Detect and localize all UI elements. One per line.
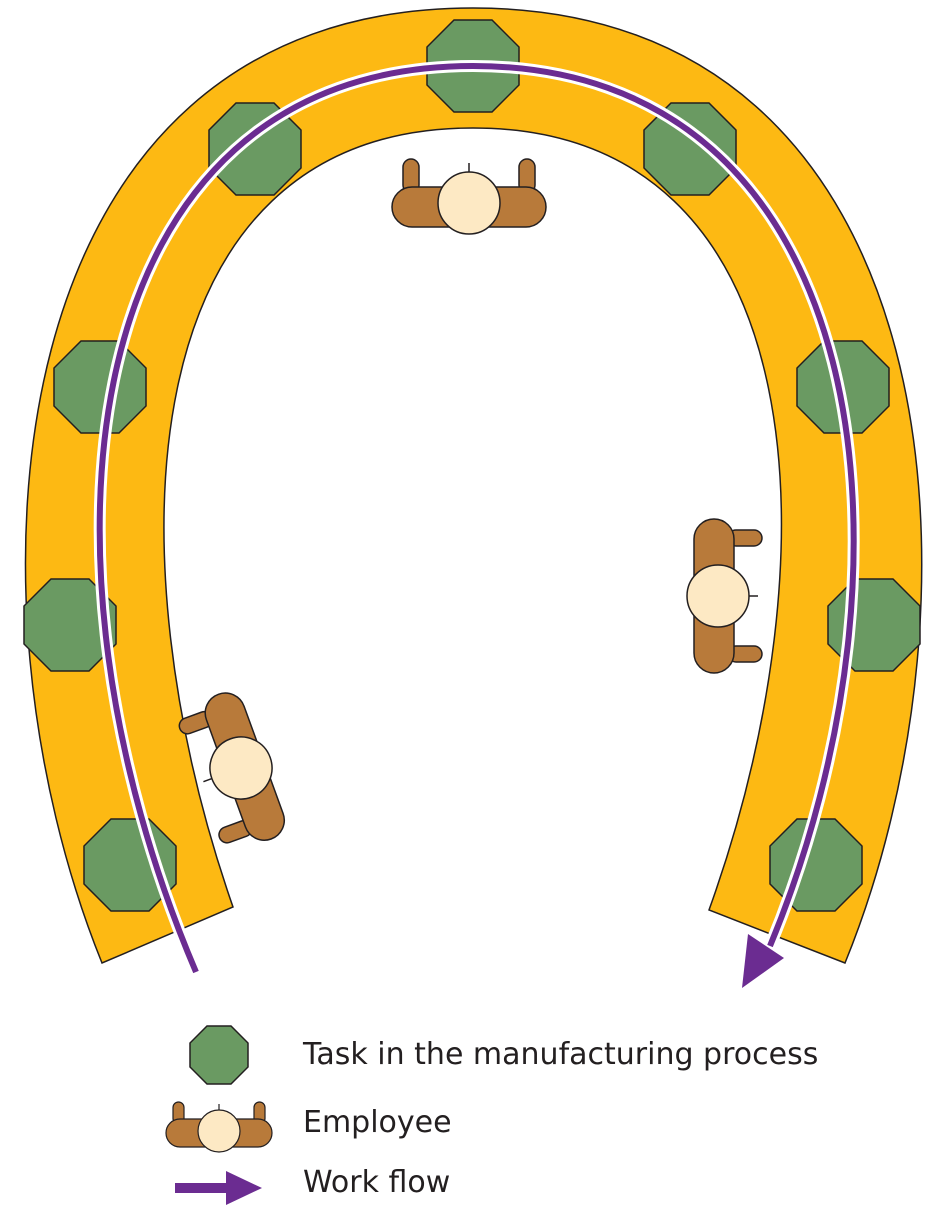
- legend-row-workflow: Work flow: [160, 1153, 860, 1213]
- legend-label-workflow: Work flow: [303, 1165, 451, 1200]
- horseshoe-layout-diagram: [23, 7, 923, 988]
- legend-row-task: Task in the manufacturing process: [160, 1025, 860, 1085]
- employee-top: [391, 158, 547, 235]
- legend-label-employee: Employee: [303, 1105, 452, 1140]
- legend-row-employee: Employee: [160, 1093, 860, 1153]
- employee-right: [686, 518, 763, 674]
- workflow-arrowhead: [742, 934, 784, 988]
- task-octagon: [53, 340, 147, 434]
- workflow-arrow-icon: [175, 1171, 262, 1205]
- task-octagon-icon: [189, 1025, 249, 1085]
- legend-label-task: Task in the manufacturing process: [303, 1037, 819, 1072]
- employee-icon: [165, 1101, 273, 1153]
- workflow-line: [96, 62, 857, 974]
- horseshoe-band: [24, 7, 923, 964]
